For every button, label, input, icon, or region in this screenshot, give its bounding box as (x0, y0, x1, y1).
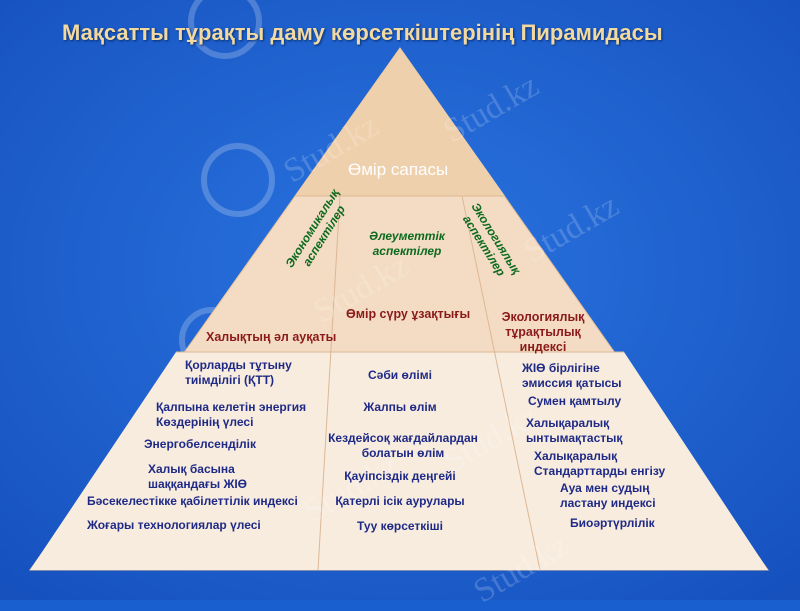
list-item-center: Туу көрсеткіші (357, 519, 443, 533)
pillar-center: Өмір сүру ұзақтығы (346, 307, 471, 321)
pillar-left: Халықтың әл ауқаты (206, 330, 337, 344)
list-item-left: Бәсекелестікке қабілеттілік индексі (87, 494, 298, 508)
aspect-social: Әлеуметтік аспектілер (369, 229, 445, 258)
list-item-right: Сумен қамтылу (528, 394, 622, 408)
page-title: Мақсатты тұрақты даму көрсеткіштерінің П… (62, 20, 663, 45)
list-item-center: Жалпы өлім (363, 400, 437, 414)
list-item-right: Халықаралық Стандарттарды енгізу (534, 449, 666, 478)
list-item-right: Халықаралық ынтымақтастық (526, 416, 623, 445)
pyramid-lower-band (30, 352, 768, 570)
list-item-right: Ауа мен судың ластану индексі (560, 481, 656, 510)
pyramid-dividers (176, 195, 624, 571)
list-item-center: Қауіпсіздік деңгейі (344, 469, 456, 483)
list-item-left: Энергобелсенділік (144, 437, 257, 451)
pillar-right: Экологиялық тұрақтылық индексі (501, 310, 585, 354)
list-item-right: Биоәртүрлілік (570, 516, 655, 530)
list-item-left: Жоғары технологиялар үлесі (87, 518, 261, 532)
list-item-center: Сәби өлімі (368, 368, 432, 382)
list-item-left: Халық басына шаққандағы ЖІӨ (148, 462, 247, 491)
list-item-center: Кездейсоқ жағдайлардан болатын өлім (328, 431, 478, 460)
list-item-right: ЖІӨ бірлігіне эмиссия қатысы (522, 361, 622, 390)
list-item-left: Қалпына келетін энергия Көздерінің үлесі (156, 400, 307, 429)
apex-label: Өмір сапасы (348, 160, 449, 179)
list-item-left: Қорларды тұтыну тиімділігі (ҚТТ) (185, 358, 292, 387)
pyramid-apex-band (295, 48, 505, 196)
list-item-center: Қатерлі ісік аурулары (335, 494, 465, 508)
